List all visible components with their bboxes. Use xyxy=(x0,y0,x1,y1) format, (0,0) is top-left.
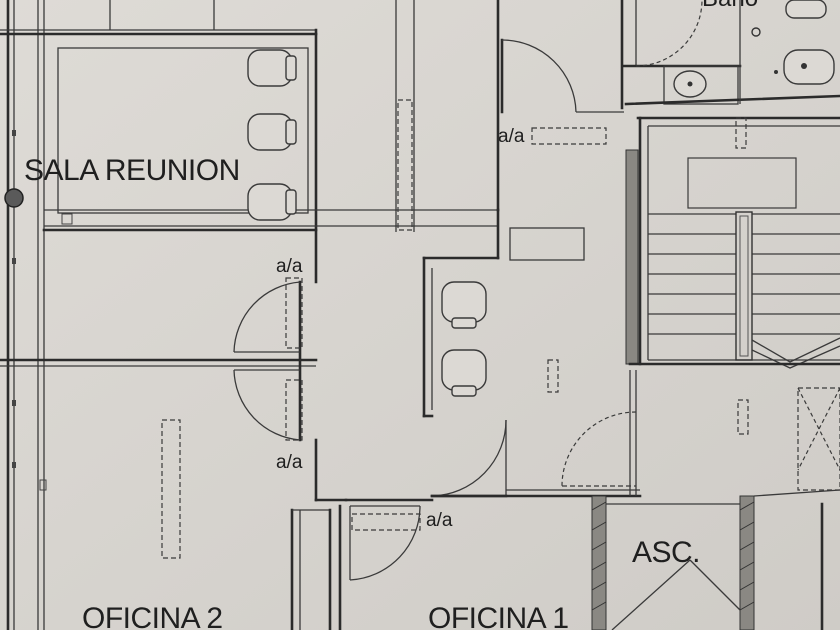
staircase xyxy=(625,116,840,369)
sink-icon xyxy=(673,70,707,98)
room-label-oficina-1: OFICINA 1 xyxy=(428,602,569,630)
room-label-sala-reunion: SALA REUNION xyxy=(24,154,240,187)
elevator-shaft: ASC. xyxy=(591,489,840,630)
room-label-asc: ASC. xyxy=(632,536,700,569)
chair-icon xyxy=(247,183,297,221)
column-marker xyxy=(4,188,24,208)
stair-steps-left xyxy=(648,213,736,335)
sink-counter xyxy=(663,65,739,105)
room-label-bano: Baño xyxy=(702,0,758,12)
chair-icon xyxy=(247,113,297,151)
chair-icon xyxy=(247,49,297,87)
hall-cabinet xyxy=(509,227,585,261)
aa-label: a/a xyxy=(276,256,303,277)
aa-label: a/a xyxy=(276,452,303,473)
chair-icon xyxy=(441,349,487,397)
middle-partition xyxy=(0,277,348,502)
oficina-1-room: OFICINA 1 xyxy=(338,489,642,630)
stair-landing xyxy=(687,157,797,209)
aa-label: a/a xyxy=(498,126,525,147)
bano-room: Baño xyxy=(620,0,840,110)
lower-right-area xyxy=(561,370,840,496)
chair-icon xyxy=(441,281,487,329)
left-facade xyxy=(4,0,47,630)
toilet-icon xyxy=(785,0,827,19)
room-label-oficina-2: OFICINA 2 xyxy=(82,602,223,630)
hall xyxy=(395,0,624,498)
stair-steps-right xyxy=(752,213,840,335)
meeting-table xyxy=(57,47,309,214)
sala-reunion-room: SALA REUNION xyxy=(0,0,498,284)
toilet-icon xyxy=(783,49,835,85)
oficina-2-room: OFICINA 2 xyxy=(82,419,332,630)
aa-label: a/a xyxy=(426,510,453,531)
